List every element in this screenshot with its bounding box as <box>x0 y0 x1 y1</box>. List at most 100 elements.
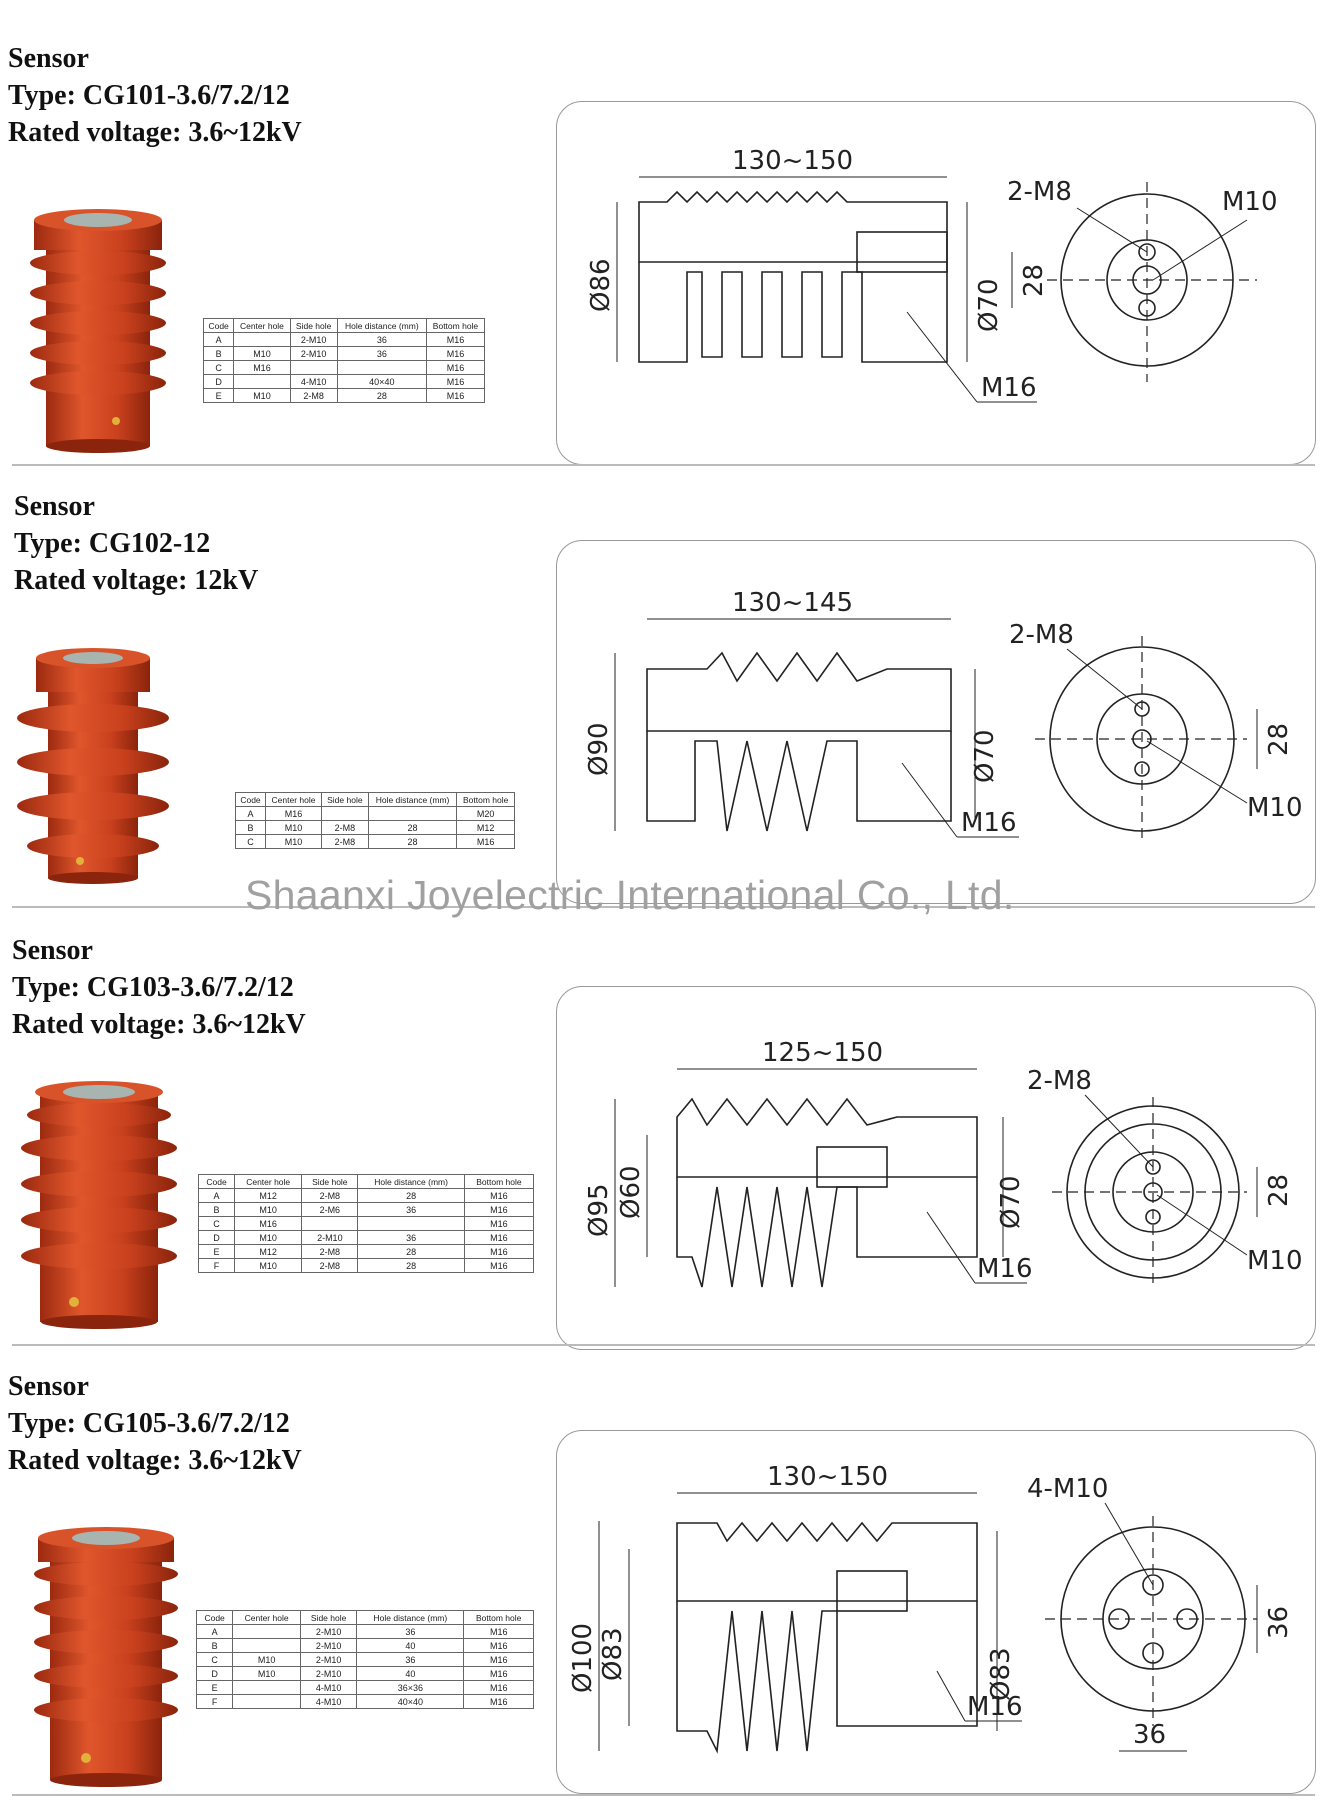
section-divider <box>12 906 1315 908</box>
spec-table: Code Center hole Side hole Hole distance… <box>197 1174 535 1273</box>
table-cell: M12 <box>234 1244 303 1259</box>
section-divider <box>12 464 1315 466</box>
table-cell: M16 <box>456 834 515 849</box>
table-cell: 28 <box>367 820 458 835</box>
table-cell: M16 <box>463 1188 535 1203</box>
table-cell: M16 <box>425 346 486 361</box>
table-cell: M16 <box>463 1694 534 1709</box>
dim-outer-dia: Ø95 <box>584 1183 614 1237</box>
table-cell: M10 <box>234 1230 303 1245</box>
table-cell: 40 <box>356 1638 465 1653</box>
table-cell: 2-M10 <box>301 1230 359 1245</box>
table-cell: M16 <box>425 388 486 403</box>
table-cell <box>357 1216 465 1231</box>
sensor-title: Sensor <box>14 491 95 522</box>
table-cell <box>367 806 458 821</box>
table-cell: B <box>195 1638 234 1653</box>
sensor-photo <box>17 648 169 884</box>
dim-hole-spacing: 28 <box>1019 264 1049 297</box>
table-cell: 36 <box>357 1202 465 1217</box>
table-cell: D <box>202 374 235 389</box>
dim-bottom-thread: M16 <box>961 808 1017 838</box>
table-cell: M12 <box>234 1188 303 1203</box>
table-cell: C <box>234 834 267 849</box>
table-cell: D <box>195 1666 234 1681</box>
table-cell: E <box>195 1680 234 1695</box>
technical-drawing-panel: 130~150 Ø100 Ø83 Ø83 M16 36 36 4 <box>556 1430 1316 1794</box>
table-cell: M16 <box>463 1666 534 1681</box>
table-cell: M16 <box>425 374 486 389</box>
table-cell: M16 <box>425 332 486 347</box>
dim-outer-dia: Ø90 <box>584 722 614 776</box>
table-cell: F <box>195 1694 234 1709</box>
table-cell: M16 <box>463 1230 535 1245</box>
table-cell: 2-M10 <box>289 346 338 361</box>
label-center-thread: M10 <box>1247 1246 1303 1276</box>
spec-table: Code Center hole Side hole Hole distance… <box>234 792 515 849</box>
table-cell: 2-M10 <box>289 332 338 347</box>
section-divider <box>12 1794 1315 1796</box>
spec-table: Code Center hole Side hole Hole distance… <box>202 318 486 403</box>
table-cell: 36×36 <box>356 1680 465 1695</box>
dim-mid-dia: Ø83 <box>598 1627 628 1681</box>
sensor-voltage: Rated voltage: 12kV <box>14 565 259 596</box>
table-cell: M16 <box>234 1216 303 1231</box>
table-cell: M12 <box>456 820 515 835</box>
section-divider <box>12 1344 1315 1346</box>
table-cell: M16 <box>265 806 323 821</box>
table-cell: B <box>197 1202 236 1217</box>
table-cell <box>289 360 338 375</box>
sensor-photo <box>34 1527 178 1787</box>
table-cell: 36 <box>356 1624 465 1639</box>
table-cell: M16 <box>463 1680 534 1695</box>
table-cell: 2-M8 <box>301 1244 359 1259</box>
table-cell: B <box>202 346 235 361</box>
dim-inner-dia: Ø83 <box>986 1647 1016 1701</box>
technical-drawing-panel: 125~150 Ø95 Ø60 Ø70 M16 28 2-M8 <box>556 986 1316 1350</box>
table-cell: B <box>234 820 267 835</box>
table-cell: E <box>202 388 235 403</box>
table-cell: 2-M8 <box>289 388 338 403</box>
table-cell <box>232 1694 301 1709</box>
table-cell: M16 <box>463 1624 534 1639</box>
table-cell: M10 <box>233 388 291 403</box>
table-cell: 36 <box>336 332 427 347</box>
col-side-hole: Side hole <box>289 318 338 333</box>
sensor-photo <box>30 209 166 453</box>
dim-outer-dia: Ø86 <box>586 258 616 312</box>
table-cell: M16 <box>463 1652 534 1667</box>
table-cell: C <box>202 360 235 375</box>
dim-hole-spacing: 28 <box>1264 723 1294 756</box>
company-watermark: Shaanxi Joyelectric International Co., L… <box>245 872 1015 918</box>
dim-length: 130~145 <box>732 588 853 618</box>
table-cell: M16 <box>463 1638 534 1653</box>
sensor-photo <box>21 1081 177 1329</box>
sensor-section-cg102: Sensor Type: CG102-12 Rated voltage: 12k… <box>0 470 1323 908</box>
dim-bottom-thread: M16 <box>977 1254 1033 1284</box>
sensor-section-cg101: Sensor Type: CG101-3.6/7.2/12 Rated volt… <box>0 0 1323 470</box>
table-cell: M16 <box>425 360 486 375</box>
dim-outer-dia: Ø100 <box>568 1623 598 1693</box>
sensor-title: Sensor <box>12 935 93 966</box>
col-code: Code <box>202 318 235 333</box>
sensor-header: Sensor Type: CG101-3.6/7.2/12 Rated volt… <box>8 40 302 151</box>
table-cell: 2-M6 <box>301 1202 359 1217</box>
sensor-section-cg105: Sensor Type: CG105-3.6/7.2/12 Rated volt… <box>0 1348 1323 1801</box>
dim-hole-spacing-horizontal: 36 <box>1133 1720 1166 1750</box>
table-cell <box>301 1216 359 1231</box>
sensor-title: Sensor <box>8 43 89 74</box>
